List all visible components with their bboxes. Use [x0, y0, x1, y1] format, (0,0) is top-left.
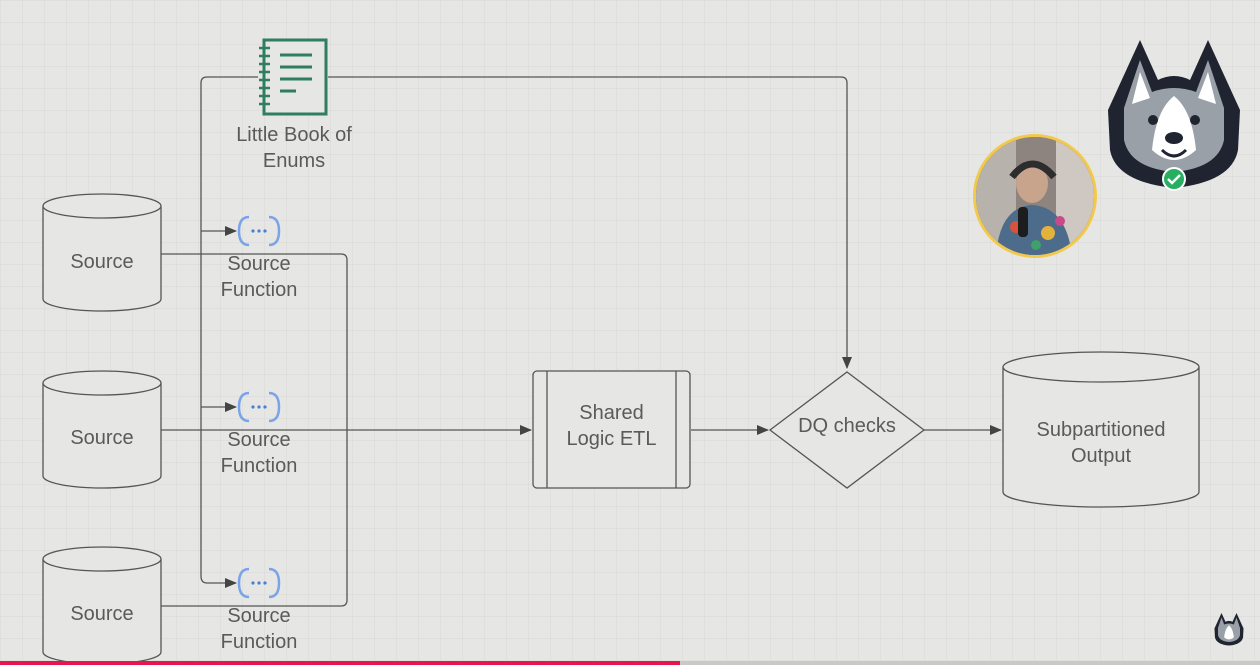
connectors	[161, 76, 1002, 607]
presenter-webcam	[973, 134, 1097, 258]
video-progress-bar[interactable]	[0, 661, 1260, 665]
cloud-function-icon	[237, 391, 281, 423]
cloud-function-icon	[237, 215, 281, 247]
source-label-2: Source	[70, 427, 134, 449]
husky-watermark-icon	[1214, 613, 1244, 646]
shared-logic-etl-box	[532, 370, 691, 489]
source-cylinder-1	[42, 206, 162, 312]
source1-to-merge-line	[161, 253, 348, 430]
cloud-function-icon	[237, 567, 281, 599]
husky-logo-icon	[1108, 40, 1240, 188]
source-label-1: Source	[70, 251, 134, 273]
presenter-avatar	[976, 137, 1094, 255]
notebook-icon	[259, 38, 328, 116]
enum-trunk-line	[200, 76, 258, 588]
source-cylinders	[42, 193, 162, 665]
dq-checks-diamond	[768, 371, 926, 489]
dq-checks-label: DQ checks	[798, 415, 896, 437]
book-to-dq-line	[328, 76, 852, 369]
cloud-function-icons	[237, 215, 281, 599]
verified-check-icon	[1162, 167, 1186, 191]
output-cylinder	[1002, 351, 1200, 508]
source-cylinder-2	[42, 383, 162, 489]
video-progress-fill	[0, 661, 681, 665]
source3-to-merge-line	[161, 430, 348, 607]
source-label-3: Source	[70, 603, 134, 625]
